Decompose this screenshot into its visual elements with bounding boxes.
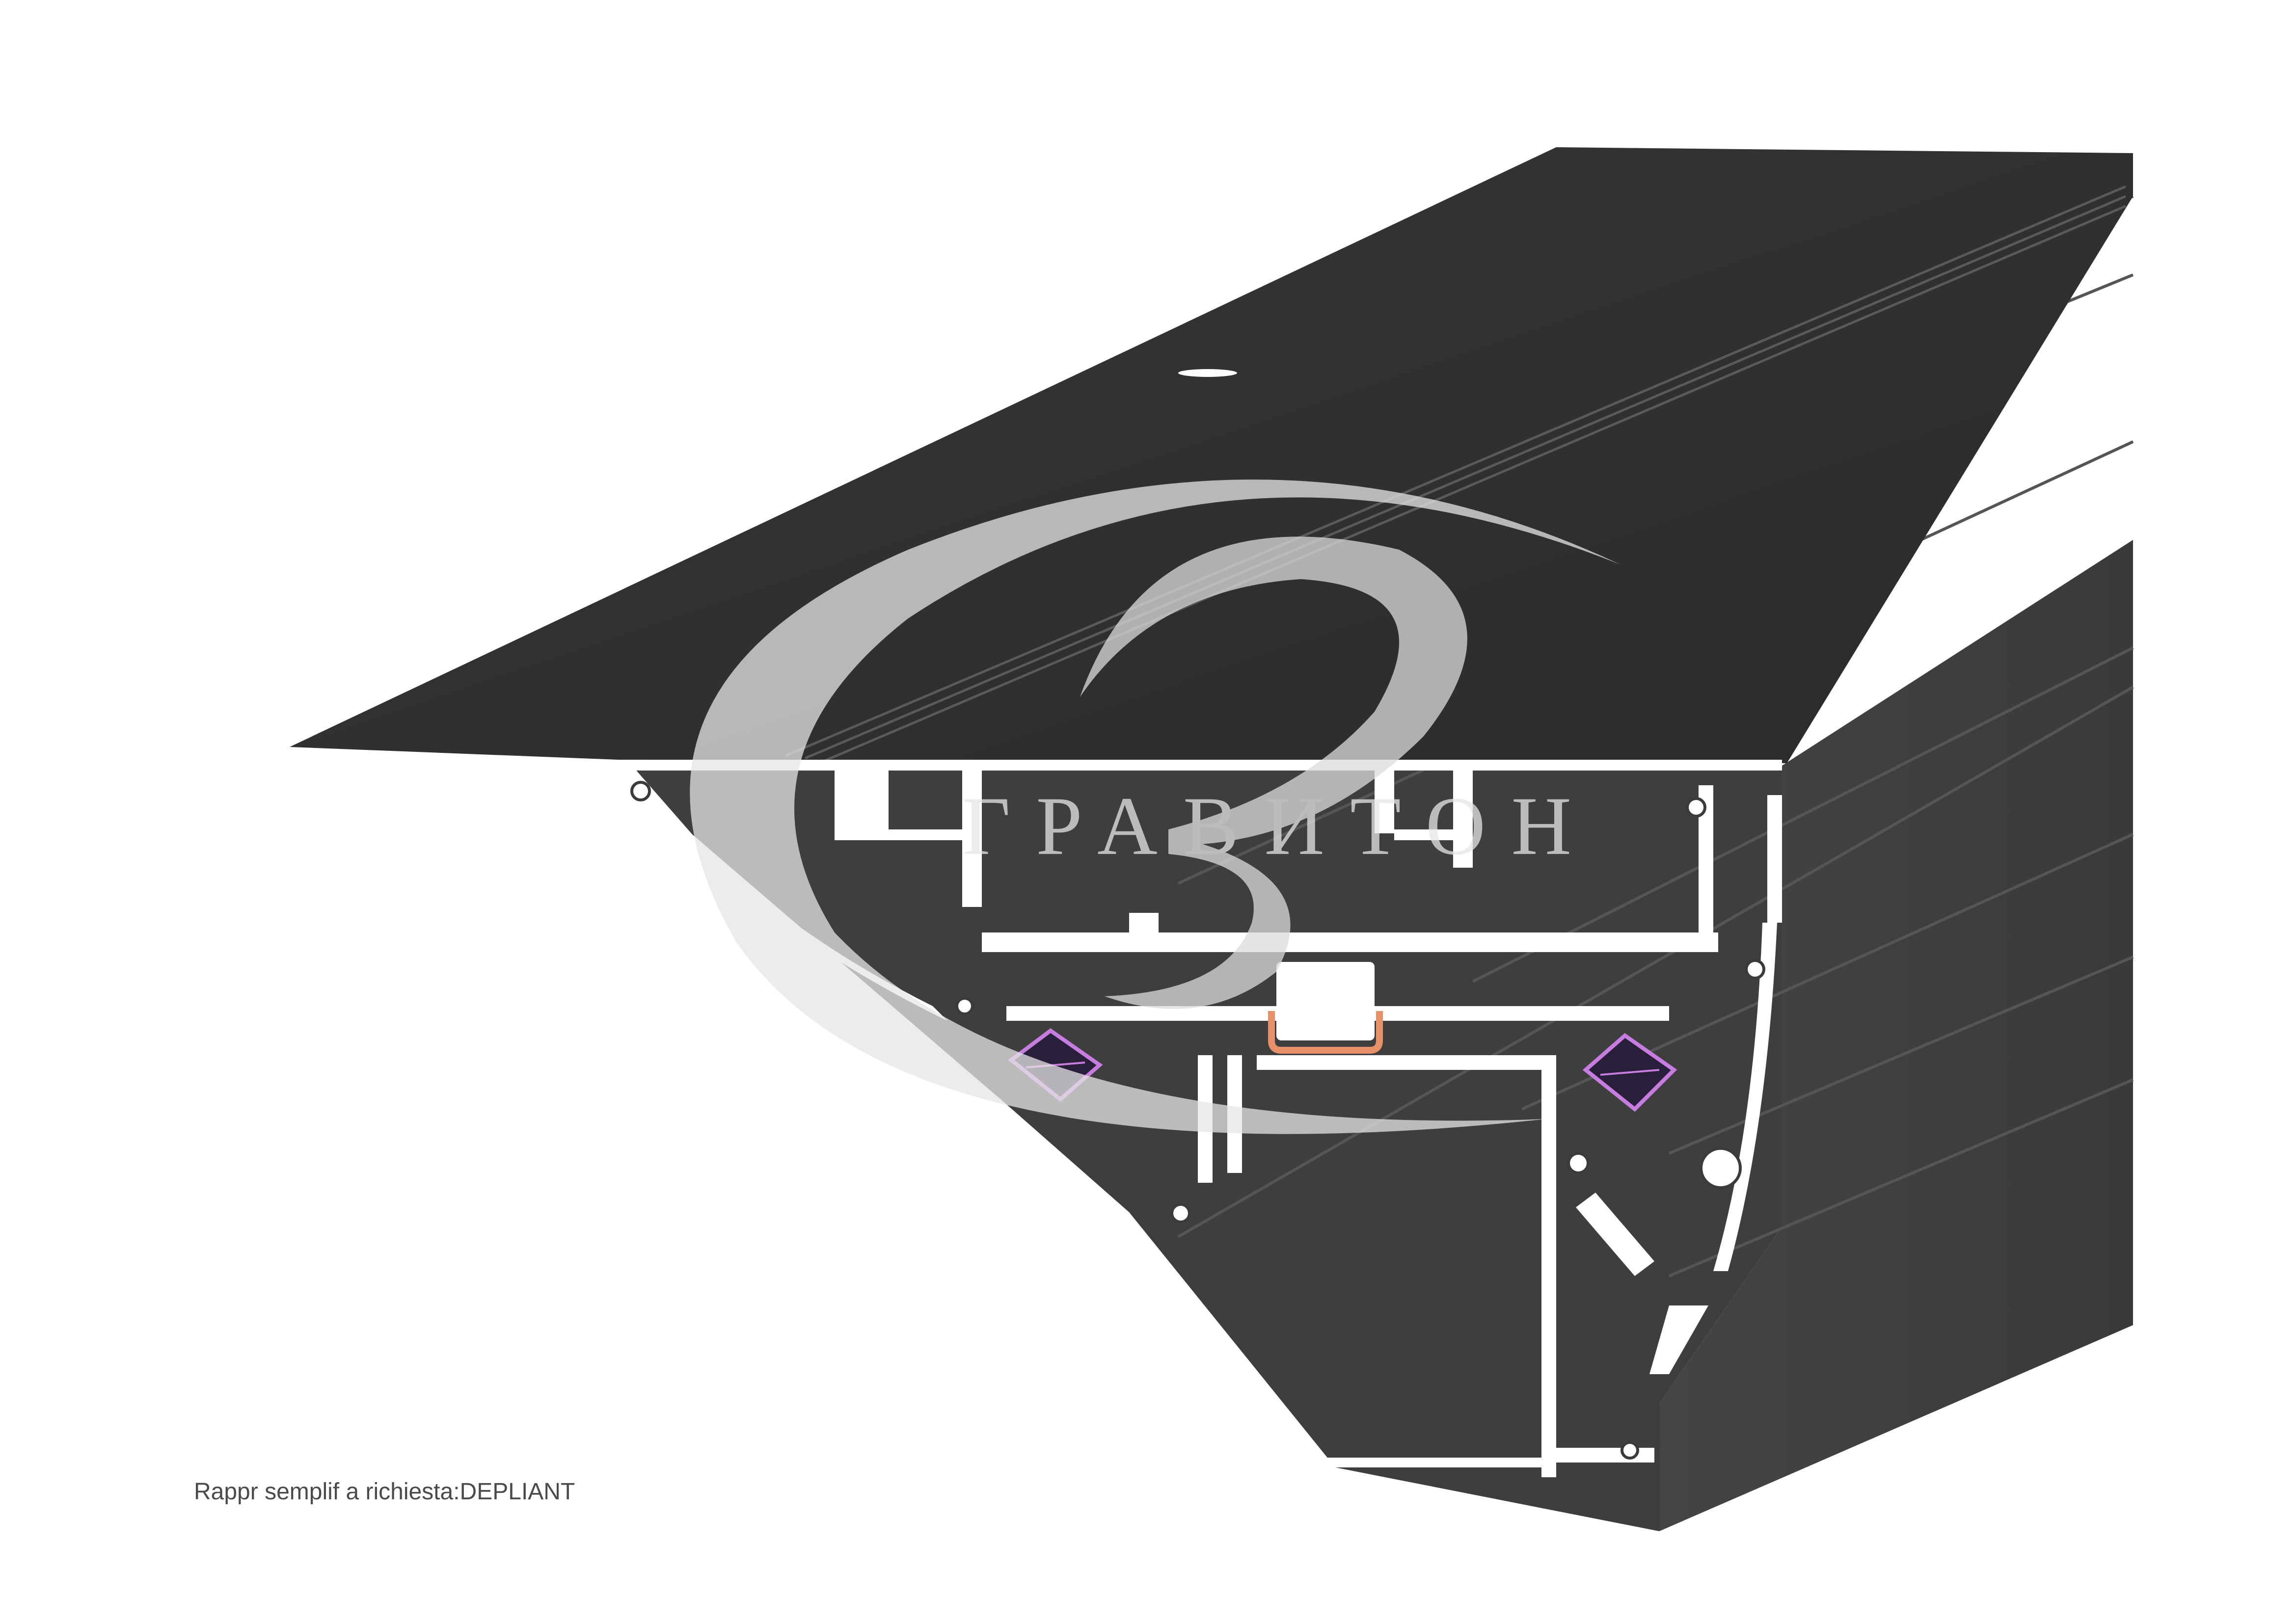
- top-plate-grooves: [785, 185, 2126, 762]
- watermark-text: ГРАВИТОН: [962, 780, 1597, 872]
- cross-section: [623, 760, 1782, 1477]
- watermark-letter: [1080, 536, 1467, 1009]
- gasket-right: [1582, 1033, 1677, 1112]
- screw-bosses: [630, 781, 1765, 1460]
- central-block: [1276, 962, 1375, 1040]
- caption-text: Rappr semplif a richiesta:DEPLIANT: [194, 1479, 575, 1505]
- profile-extrusion-side: [1659, 540, 2133, 1531]
- profile-top-plate: [290, 147, 2133, 763]
- watermark-logo: ГРАВИТОН: [690, 479, 1620, 1134]
- top-plate-hole: [1178, 369, 1237, 377]
- thermal-break-insert: [1268, 1011, 1383, 1054]
